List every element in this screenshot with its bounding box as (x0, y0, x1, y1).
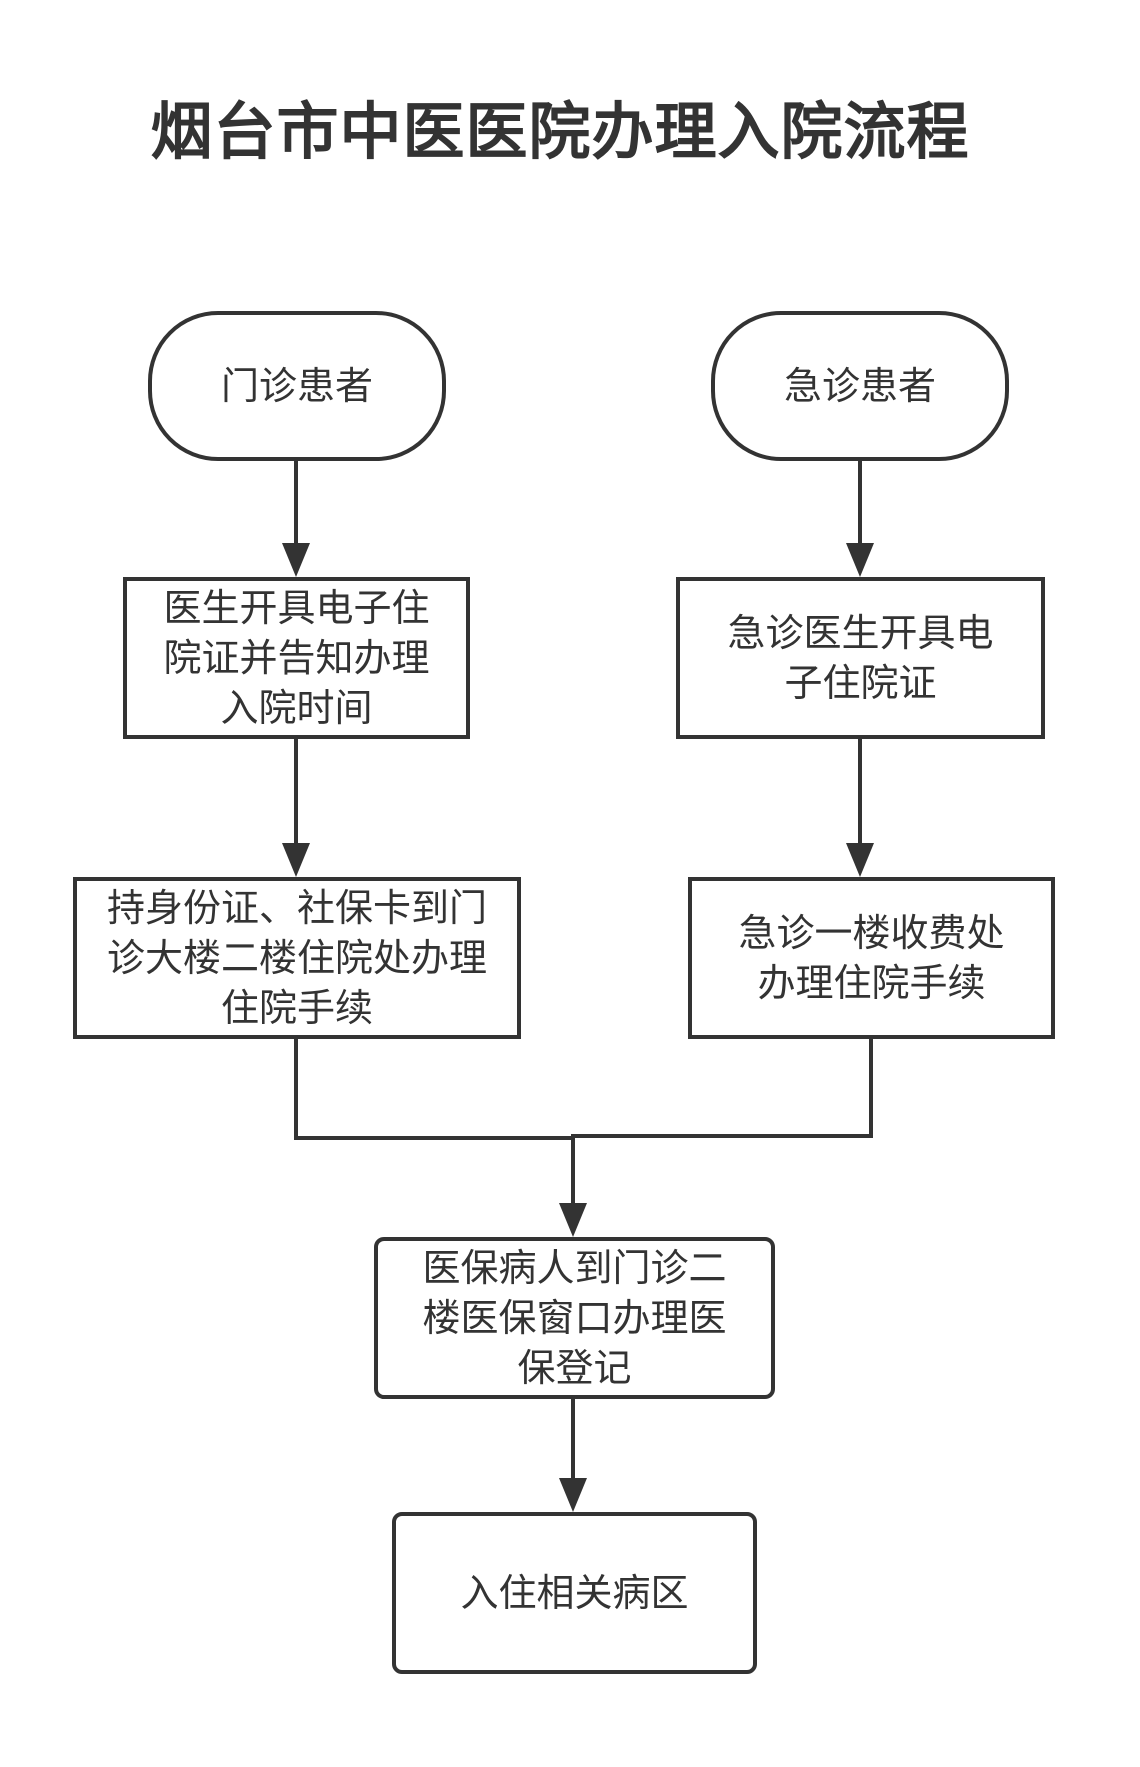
arrowhead-6 (559, 1478, 587, 1512)
node-label: 医生开具电子住院证并告知办理入院时间 (163, 586, 430, 730)
diagram-title: 烟台市中医医院办理入院流程 (150, 95, 970, 168)
node-label: 急诊患者 (783, 364, 936, 408)
node-label: 医保病人到门诊二楼医保窗口办理医保登记 (422, 1246, 727, 1390)
start-node-emergency: 急诊患者 (711, 311, 1009, 461)
process-node-out-register: 持身份证、社保卡到门诊大楼二楼住院处办理住院手续 (73, 877, 521, 1039)
process-node-em-register: 急诊一楼收费处办理住院手续 (688, 877, 1055, 1039)
process-node-em-doctor: 急诊医生开具电子住院证 (676, 577, 1045, 739)
connector-out-register-to-merge (294, 1039, 573, 1140)
node-label: 门诊患者 (220, 364, 373, 408)
arrowhead-2 (846, 543, 874, 577)
node-label: 急诊一楼收费处办理住院手续 (738, 911, 1005, 1005)
start-node-outpatient: 门诊患者 (148, 311, 446, 461)
arrowhead-3 (282, 843, 310, 877)
node-label: 入住相关病区 (460, 1571, 689, 1615)
process-node-insurance: 医保病人到门诊二楼医保窗口办理医保登记 (374, 1237, 775, 1399)
arrowhead-1 (282, 543, 310, 577)
end-node-ward: 入住相关病区 (392, 1512, 757, 1674)
connector-em-register-to-merge (571, 1039, 873, 1205)
process-node-out-doctor: 医生开具电子住院证并告知办理入院时间 (123, 577, 470, 739)
node-label: 急诊医生开具电子住院证 (727, 611, 994, 705)
node-label: 持身份证、社保卡到门诊大楼二楼住院处办理住院手续 (106, 886, 487, 1030)
arrowhead-4 (846, 843, 874, 877)
arrowhead-5 (559, 1203, 587, 1237)
